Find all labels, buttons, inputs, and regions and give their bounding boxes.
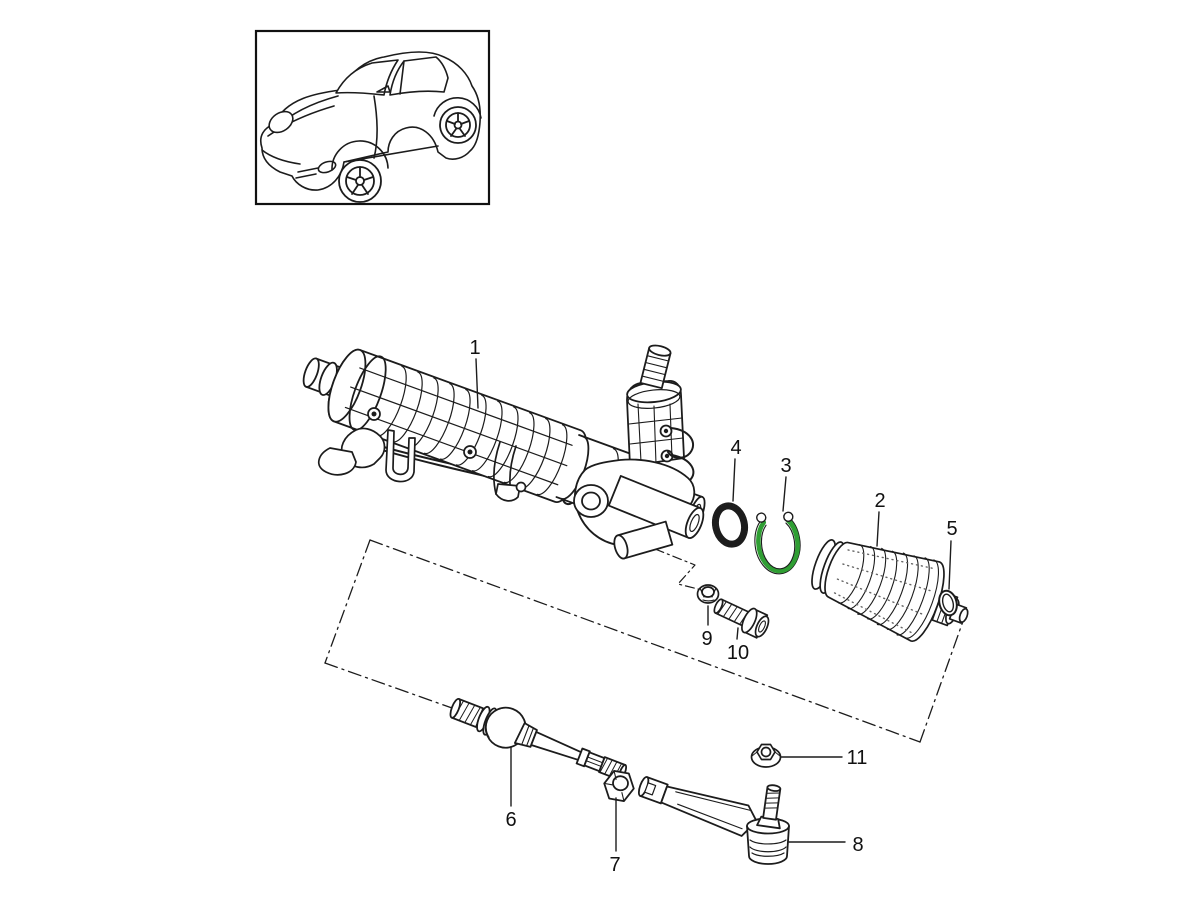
clamp-ring [938, 589, 958, 617]
hex-nut [603, 770, 635, 802]
part-label-4[interactable]: 4 [730, 437, 741, 459]
support-ring [711, 502, 749, 548]
part-label-2[interactable]: 2 [874, 490, 885, 512]
vehicle-thumbnail [254, 29, 491, 206]
lock-washer-nut [696, 584, 720, 604]
rear-wheel [439, 106, 477, 144]
inner-tie-rod [449, 698, 628, 781]
flange-nut [750, 743, 782, 768]
circlip-highlighted [754, 511, 801, 575]
steering-rack-assembly [302, 344, 706, 560]
bolt-alignment-leader [619, 534, 703, 591]
circlip-green-arc [756, 517, 800, 574]
front-wheel [338, 159, 382, 203]
part-label-7[interactable]: 7 [609, 854, 620, 876]
tie-rod-end [637, 776, 790, 865]
part-label-6[interactable]: 6 [505, 809, 516, 831]
mounting-bolt [713, 598, 770, 639]
leader-lines [475, 358, 952, 852]
part-label-5[interactable]: 5 [946, 518, 957, 540]
headlight [268, 110, 294, 134]
assembly-frame [324, 539, 968, 743]
part-label-11[interactable]: 11 [847, 747, 868, 769]
part-label-3[interactable]: 3 [780, 455, 791, 477]
part-label-1[interactable]: 1 [469, 337, 480, 359]
steering-boot [811, 539, 969, 642]
part-label-10[interactable]: 10 [727, 642, 749, 664]
part-label-9[interactable]: 9 [701, 628, 712, 650]
part-label-8[interactable]: 8 [852, 834, 863, 856]
